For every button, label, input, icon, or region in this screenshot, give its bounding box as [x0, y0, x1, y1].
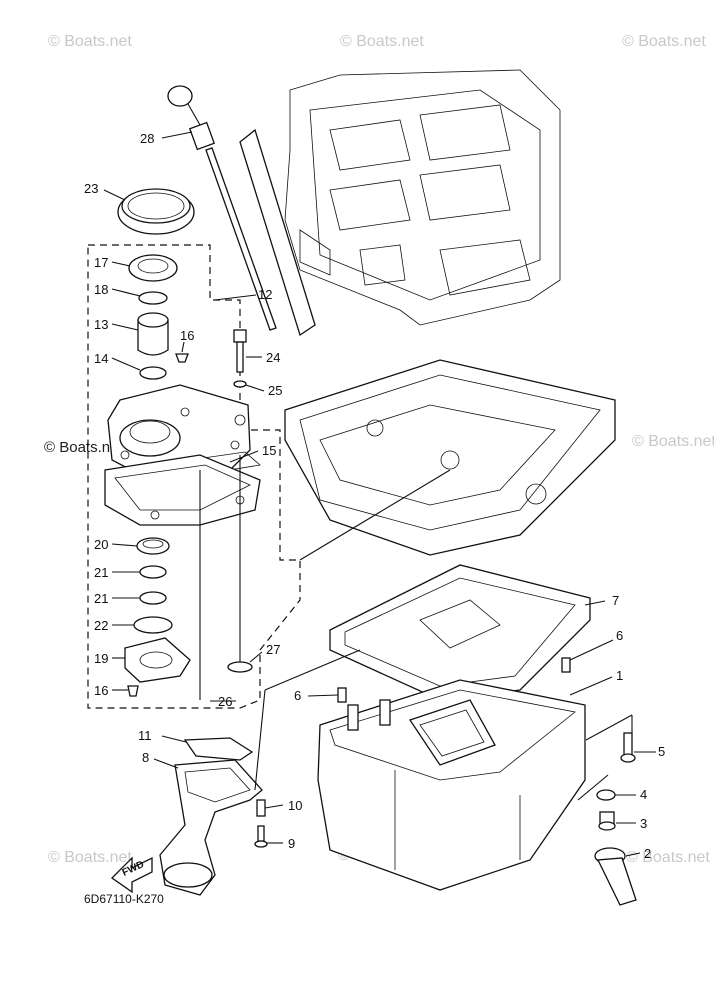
callout-27: 27	[266, 642, 280, 657]
callout-26: 26	[218, 694, 232, 709]
oil-pickup-8	[159, 759, 263, 896]
cover-19	[124, 637, 191, 683]
washer-4	[596, 789, 616, 801]
callout-7: 7	[612, 593, 619, 608]
diagram-code: 6D67110-K270	[84, 892, 164, 906]
callout-9: 9	[288, 836, 295, 851]
callout-5: 5	[658, 744, 665, 759]
oil-pan-1	[317, 679, 586, 891]
callout-2: 2	[644, 846, 651, 861]
watermark-top-left: © Boats.net	[48, 33, 132, 50]
callout-17: 17	[94, 255, 108, 270]
seal-ring-23	[117, 188, 195, 235]
callout-28: 28	[140, 131, 154, 146]
callout-6-left: 6	[294, 688, 301, 703]
o-ring-22	[133, 616, 173, 634]
sleeve-13	[137, 312, 169, 356]
callout-22: 22	[94, 618, 108, 633]
callout-15: 15	[262, 443, 276, 458]
callout-11: 11	[138, 728, 152, 743]
engine-block-leader	[239, 128, 316, 337]
seal-20	[136, 537, 170, 555]
lower-housing	[104, 454, 261, 526]
callout-23: 23	[84, 181, 98, 196]
fwd-arrow-icon: FWD	[110, 856, 153, 894]
o-ring-18	[138, 291, 168, 305]
o-ring-27	[227, 661, 253, 673]
seal-17	[128, 254, 178, 282]
bolt-9	[254, 825, 268, 848]
bolt-5	[620, 732, 636, 763]
bolt-24	[233, 329, 247, 373]
callout-21-lower: 21	[94, 591, 108, 606]
o-ring-14	[139, 366, 167, 380]
callout-19: 19	[94, 651, 108, 666]
callout-24: 24	[266, 350, 280, 365]
callout-16-bottom: 16	[94, 683, 108, 698]
callout-20: 20	[94, 537, 108, 552]
watermark-bottom-right: © Boats.net	[626, 849, 710, 866]
callout-3: 3	[640, 816, 647, 831]
washer-25	[233, 380, 247, 388]
callout-13: 13	[94, 317, 108, 332]
bolt-10	[256, 799, 266, 817]
callouts: 28 23 17 18 13 14 16 12 24 25 15 20 21 2…	[84, 131, 665, 861]
drain-plug-3	[598, 811, 616, 831]
strainer-2	[594, 847, 637, 906]
dipstick	[167, 85, 277, 331]
callout-14: 14	[94, 351, 108, 366]
callout-6-right: 6	[616, 628, 623, 643]
callout-18: 18	[94, 282, 108, 297]
engine-block	[284, 69, 561, 326]
callout-16-top: 16	[180, 328, 194, 343]
leader-lines	[103, 131, 656, 857]
watermark-mid-right: © Boats.net	[632, 433, 714, 450]
watermark-top-right: © Boats.net	[622, 33, 706, 50]
gasket-7	[329, 564, 591, 701]
watermark-bottom-left: © Boats.net	[48, 849, 132, 866]
callout-8: 8	[142, 750, 149, 765]
callout-4: 4	[640, 787, 647, 802]
callout-12: 12	[258, 287, 272, 302]
watermark-top-center: © Boats.net	[340, 33, 424, 50]
screw-16-bottom	[127, 685, 139, 697]
callout-10: 10	[288, 798, 302, 813]
watermark-center-left: © Boats.net	[44, 439, 123, 456]
dowel-pin-6-right	[561, 657, 571, 673]
gasket-11	[183, 737, 254, 761]
callout-21-upper: 21	[94, 565, 108, 580]
dowel-pin-6-left	[337, 687, 347, 703]
callout-25: 25	[268, 383, 282, 398]
callout-1: 1	[616, 668, 623, 683]
bushing-21-lower	[139, 591, 167, 605]
bushing-21-upper	[139, 565, 167, 579]
screw-16-top	[175, 353, 189, 363]
oil-pan-adapter	[284, 359, 616, 556]
